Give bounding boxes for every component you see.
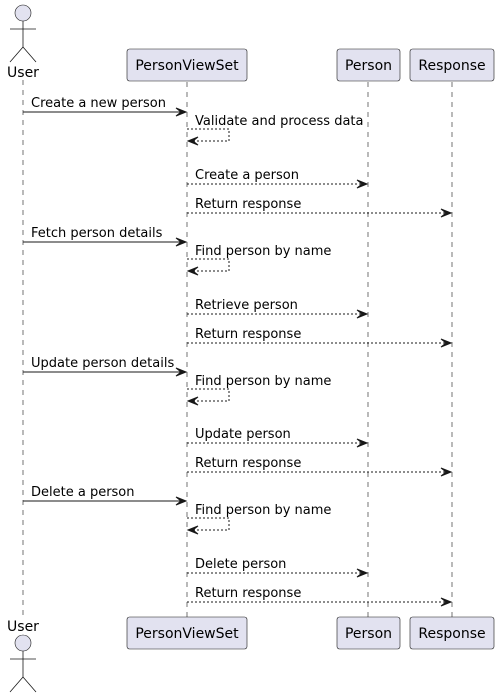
- actor-label-bottom: User: [7, 619, 39, 635]
- message-label: Delete person: [195, 557, 286, 572]
- message-arrow: [187, 517, 230, 531]
- message-9: Update person details: [23, 356, 188, 377]
- message-4: Return response: [187, 197, 453, 218]
- message-16: Return response: [187, 586, 453, 607]
- message-label: Update person: [195, 427, 291, 442]
- message-label: Update person details: [31, 356, 174, 371]
- actor-bottom-user: User: [7, 619, 39, 693]
- participant-box: [336, 48, 401, 82]
- message-1: Create a new person: [23, 96, 188, 117]
- message-14: Find person by name: [186, 503, 331, 535]
- message-label: Validate and process data: [195, 114, 363, 129]
- participant-bottom-response: Response: [409, 616, 495, 650]
- participant-label: PersonViewSet: [135, 58, 239, 74]
- arrowhead-icon: [356, 309, 369, 319]
- arrowhead-icon: [175, 496, 188, 506]
- message-arrow: [187, 388, 230, 402]
- participant-label: PersonViewSet: [135, 626, 239, 642]
- message-label: Fetch person details: [31, 226, 163, 241]
- participant-box: [126, 616, 248, 650]
- arrowhead-icon: [186, 525, 199, 535]
- message-3: Create a person: [187, 168, 369, 189]
- participant-bottom-person: Person: [336, 616, 401, 650]
- message-6: Find person by name: [186, 244, 331, 276]
- actor-head-icon: [14, 634, 32, 652]
- arrowhead-icon: [356, 179, 369, 189]
- message-label: Find person by name: [195, 244, 331, 259]
- message-2: Validate and process data: [186, 114, 363, 146]
- participant-box: [409, 48, 495, 82]
- arrowhead-icon: [186, 396, 199, 406]
- actor-top-user: User: [7, 4, 39, 81]
- message-label: Return response: [195, 586, 301, 601]
- participant-label: Response: [418, 626, 485, 642]
- message-10: Find person by name: [186, 374, 331, 406]
- participant-top-person: Person: [336, 48, 401, 82]
- message-label: Find person by name: [195, 503, 331, 518]
- message-label: Create a new person: [31, 96, 166, 111]
- arrowhead-icon: [440, 597, 453, 607]
- arrowhead-icon: [175, 237, 188, 247]
- message-label: Delete a person: [31, 485, 135, 500]
- message-7: Retrieve person: [187, 298, 369, 319]
- arrowhead-icon: [440, 208, 453, 218]
- message-label: Return response: [195, 197, 301, 212]
- participant-box: [409, 616, 495, 650]
- message-label: Return response: [195, 456, 301, 471]
- participant-top-viewset: PersonViewSet: [126, 48, 248, 82]
- message-12: Return response: [187, 456, 453, 477]
- participant-label: Response: [418, 58, 485, 74]
- arrowhead-icon: [440, 338, 453, 348]
- actor-leg-left: [9, 46, 24, 63]
- actor-head-icon: [14, 4, 32, 22]
- participant-box: [126, 48, 248, 82]
- actor-leg-right: [22, 46, 37, 63]
- message-8: Return response: [187, 327, 453, 348]
- participant-box: [336, 616, 401, 650]
- message-label: Find person by name: [195, 374, 331, 389]
- message-arrow: [187, 128, 230, 142]
- message-5: Fetch person details: [23, 226, 188, 247]
- arrowhead-icon: [175, 107, 188, 117]
- arrowhead-icon: [440, 467, 453, 477]
- participant-bottom-viewset: PersonViewSet: [126, 616, 248, 650]
- arrowhead-icon: [186, 136, 199, 146]
- arrowhead-icon: [356, 568, 369, 578]
- actor-leg-left: [9, 676, 24, 693]
- message-label: Return response: [195, 327, 301, 342]
- arrowhead-icon: [186, 266, 199, 276]
- participant-label: Person: [345, 58, 392, 74]
- participant-top-response: Response: [409, 48, 495, 82]
- arrowhead-icon: [175, 367, 188, 377]
- participant-label: Person: [345, 626, 392, 642]
- actor-label-top: User: [7, 65, 39, 81]
- message-arrow: [187, 258, 230, 272]
- message-label: Create a person: [195, 168, 299, 183]
- message-label: Retrieve person: [195, 298, 298, 313]
- arrowhead-icon: [356, 438, 369, 448]
- message-15: Delete person: [187, 557, 369, 578]
- message-11: Update person: [187, 427, 369, 448]
- actor-leg-right: [22, 676, 37, 693]
- message-13: Delete a person: [23, 485, 188, 506]
